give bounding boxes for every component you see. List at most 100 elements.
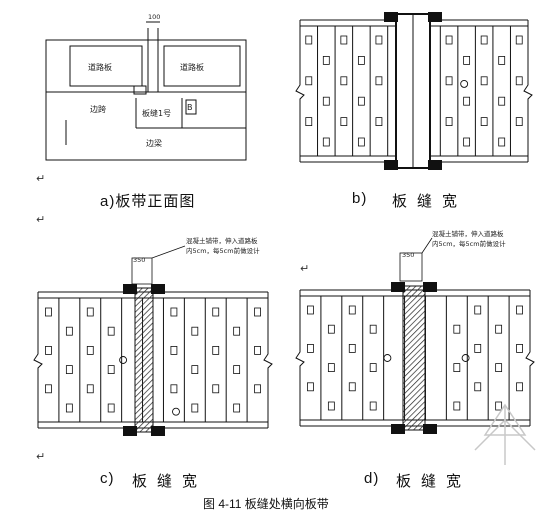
panel-c-note-line-2: 内5cm，每5cm前做设计 (186, 246, 260, 255)
panel-b-symbol (357, 56, 365, 65)
panel-b-symbol (480, 35, 488, 45)
panel-c-anchor-3 (151, 426, 165, 436)
panel-c-symbol (233, 365, 241, 375)
panel-c-symbol (170, 384, 178, 394)
panel-b-anchor-1 (428, 12, 442, 22)
panel-c-symbol (107, 326, 115, 336)
panel-c-break-0 (33, 292, 43, 428)
panel-d-dim-box (399, 252, 423, 282)
panel-d-drawing (295, 282, 535, 434)
panel-a-slab-left-label: 道路板 (88, 62, 112, 72)
panel-a-small-box (133, 85, 147, 95)
panel-b-symbol (340, 76, 348, 86)
panel-c-circle-0 (119, 356, 128, 364)
panel-d-symbol (348, 382, 356, 392)
panel-a-b-box (185, 99, 197, 115)
panel-d-circle-1 (461, 354, 470, 362)
panel-b-symbol (463, 96, 471, 106)
panel-c-symbol (254, 384, 261, 394)
panel-d-dim-label: 350 (402, 251, 414, 259)
panel-d-symbol (369, 363, 377, 373)
panel-d-symbol (327, 324, 335, 334)
panel-c-symbol (212, 384, 220, 394)
panel-b-symbol (305, 76, 313, 86)
panel-b-anchor-2 (384, 160, 398, 170)
panel-c-symbol (212, 307, 220, 317)
panel-c-symbol (191, 403, 199, 413)
panel-a-small-label: B (187, 103, 193, 112)
panel-d-symbol (495, 401, 503, 411)
panel-d-symbol (348, 343, 356, 353)
panel-b-symbol (340, 35, 348, 45)
panel-b-symbol (515, 117, 523, 126)
panel-c-symbol (254, 307, 261, 317)
panel-c-symbol (45, 345, 52, 355)
panel-a-bottom-label: 边梁 (146, 138, 162, 148)
panel-c-symbol (65, 365, 73, 375)
panel-d-symbol (474, 382, 482, 392)
panel-b-drawing (295, 12, 533, 170)
panel-b-circle-0 (460, 79, 469, 88)
panel-d-symbol (307, 382, 314, 392)
panel-b-symbol (375, 35, 383, 45)
panel-b-symbol (463, 137, 471, 147)
panel-c-symbol (170, 307, 178, 317)
panel-b-symbol (322, 56, 330, 65)
panel-b-symbol (375, 117, 383, 126)
panel-c-symbol (86, 384, 94, 394)
return-mark-1: ↵ (36, 173, 46, 185)
panel-c-symbol (86, 307, 94, 317)
panel-b-break-0 (295, 20, 305, 162)
panel-b-symbol (445, 76, 453, 86)
panel-d-break-1 (525, 290, 535, 426)
panel-d-symbol (307, 305, 314, 315)
panel-d-circle-0 (383, 354, 392, 362)
panel-d-symbol (453, 324, 461, 334)
panel-d-symbol (348, 305, 356, 315)
panel-d-symbol (307, 343, 314, 353)
panel-b-symbol (445, 117, 453, 126)
panel-c-break-1 (263, 292, 273, 428)
panel-d-note-line-2: 内5cm，每5cm前做设计 (432, 239, 506, 248)
return-mark-3: ↵ (300, 263, 310, 275)
panel-a-caption: a)板带正面图 (100, 193, 196, 210)
panel-b-symbol (305, 35, 313, 45)
panel-c-anchor-2 (123, 426, 137, 436)
panel-c-drawing (33, 284, 273, 436)
panel-d-anchor-1 (423, 282, 437, 292)
panel-b-symbol (357, 96, 365, 106)
panel-a-drawing (45, 21, 247, 161)
panel-c-circle-1 (172, 407, 180, 416)
panel-c-dim-box (131, 257, 153, 285)
panel-a-dim-label: 100 (148, 13, 160, 21)
panel-d-symbol (495, 324, 503, 334)
panel-c-joint-band (134, 287, 154, 433)
return-mark-4: ↵ (36, 451, 46, 463)
panel-c-note-line-1: 混凝土铺带，伸入道路板 (186, 236, 258, 245)
panel-d-break-0 (295, 290, 305, 426)
panel-d-symbol (516, 382, 523, 392)
watermark-logo (474, 403, 536, 465)
panel-c-leader (151, 245, 186, 259)
panel-c-symbol (45, 307, 52, 317)
figure-caption: 图 4-11 板缝处横向板带 (203, 497, 329, 511)
panel-b-symbol (375, 76, 383, 86)
panel-b-caption-text: 板缝宽 (392, 193, 468, 210)
panel-d-symbol (516, 305, 523, 315)
panel-a-slab-right-label: 道路板 (180, 62, 204, 72)
panel-d-symbol (474, 343, 482, 353)
panel-d-symbol (495, 363, 503, 373)
panel-b-symbol (305, 117, 313, 126)
panel-b-symbol (515, 76, 523, 86)
panel-b-symbol (445, 35, 453, 45)
panel-d-joint-band (402, 285, 426, 431)
panel-d-note-line-1: 混凝土铺带，伸入道路板 (432, 229, 504, 238)
panel-b-symbol (480, 117, 488, 126)
panel-d-symbol (516, 343, 523, 353)
panel-c-symbol (45, 384, 52, 394)
panel-c-symbol (107, 365, 115, 375)
panel-d-leader (421, 237, 433, 254)
panel-d-caption-text: 板缝宽 (396, 473, 472, 490)
panel-b-symbol (498, 96, 506, 106)
